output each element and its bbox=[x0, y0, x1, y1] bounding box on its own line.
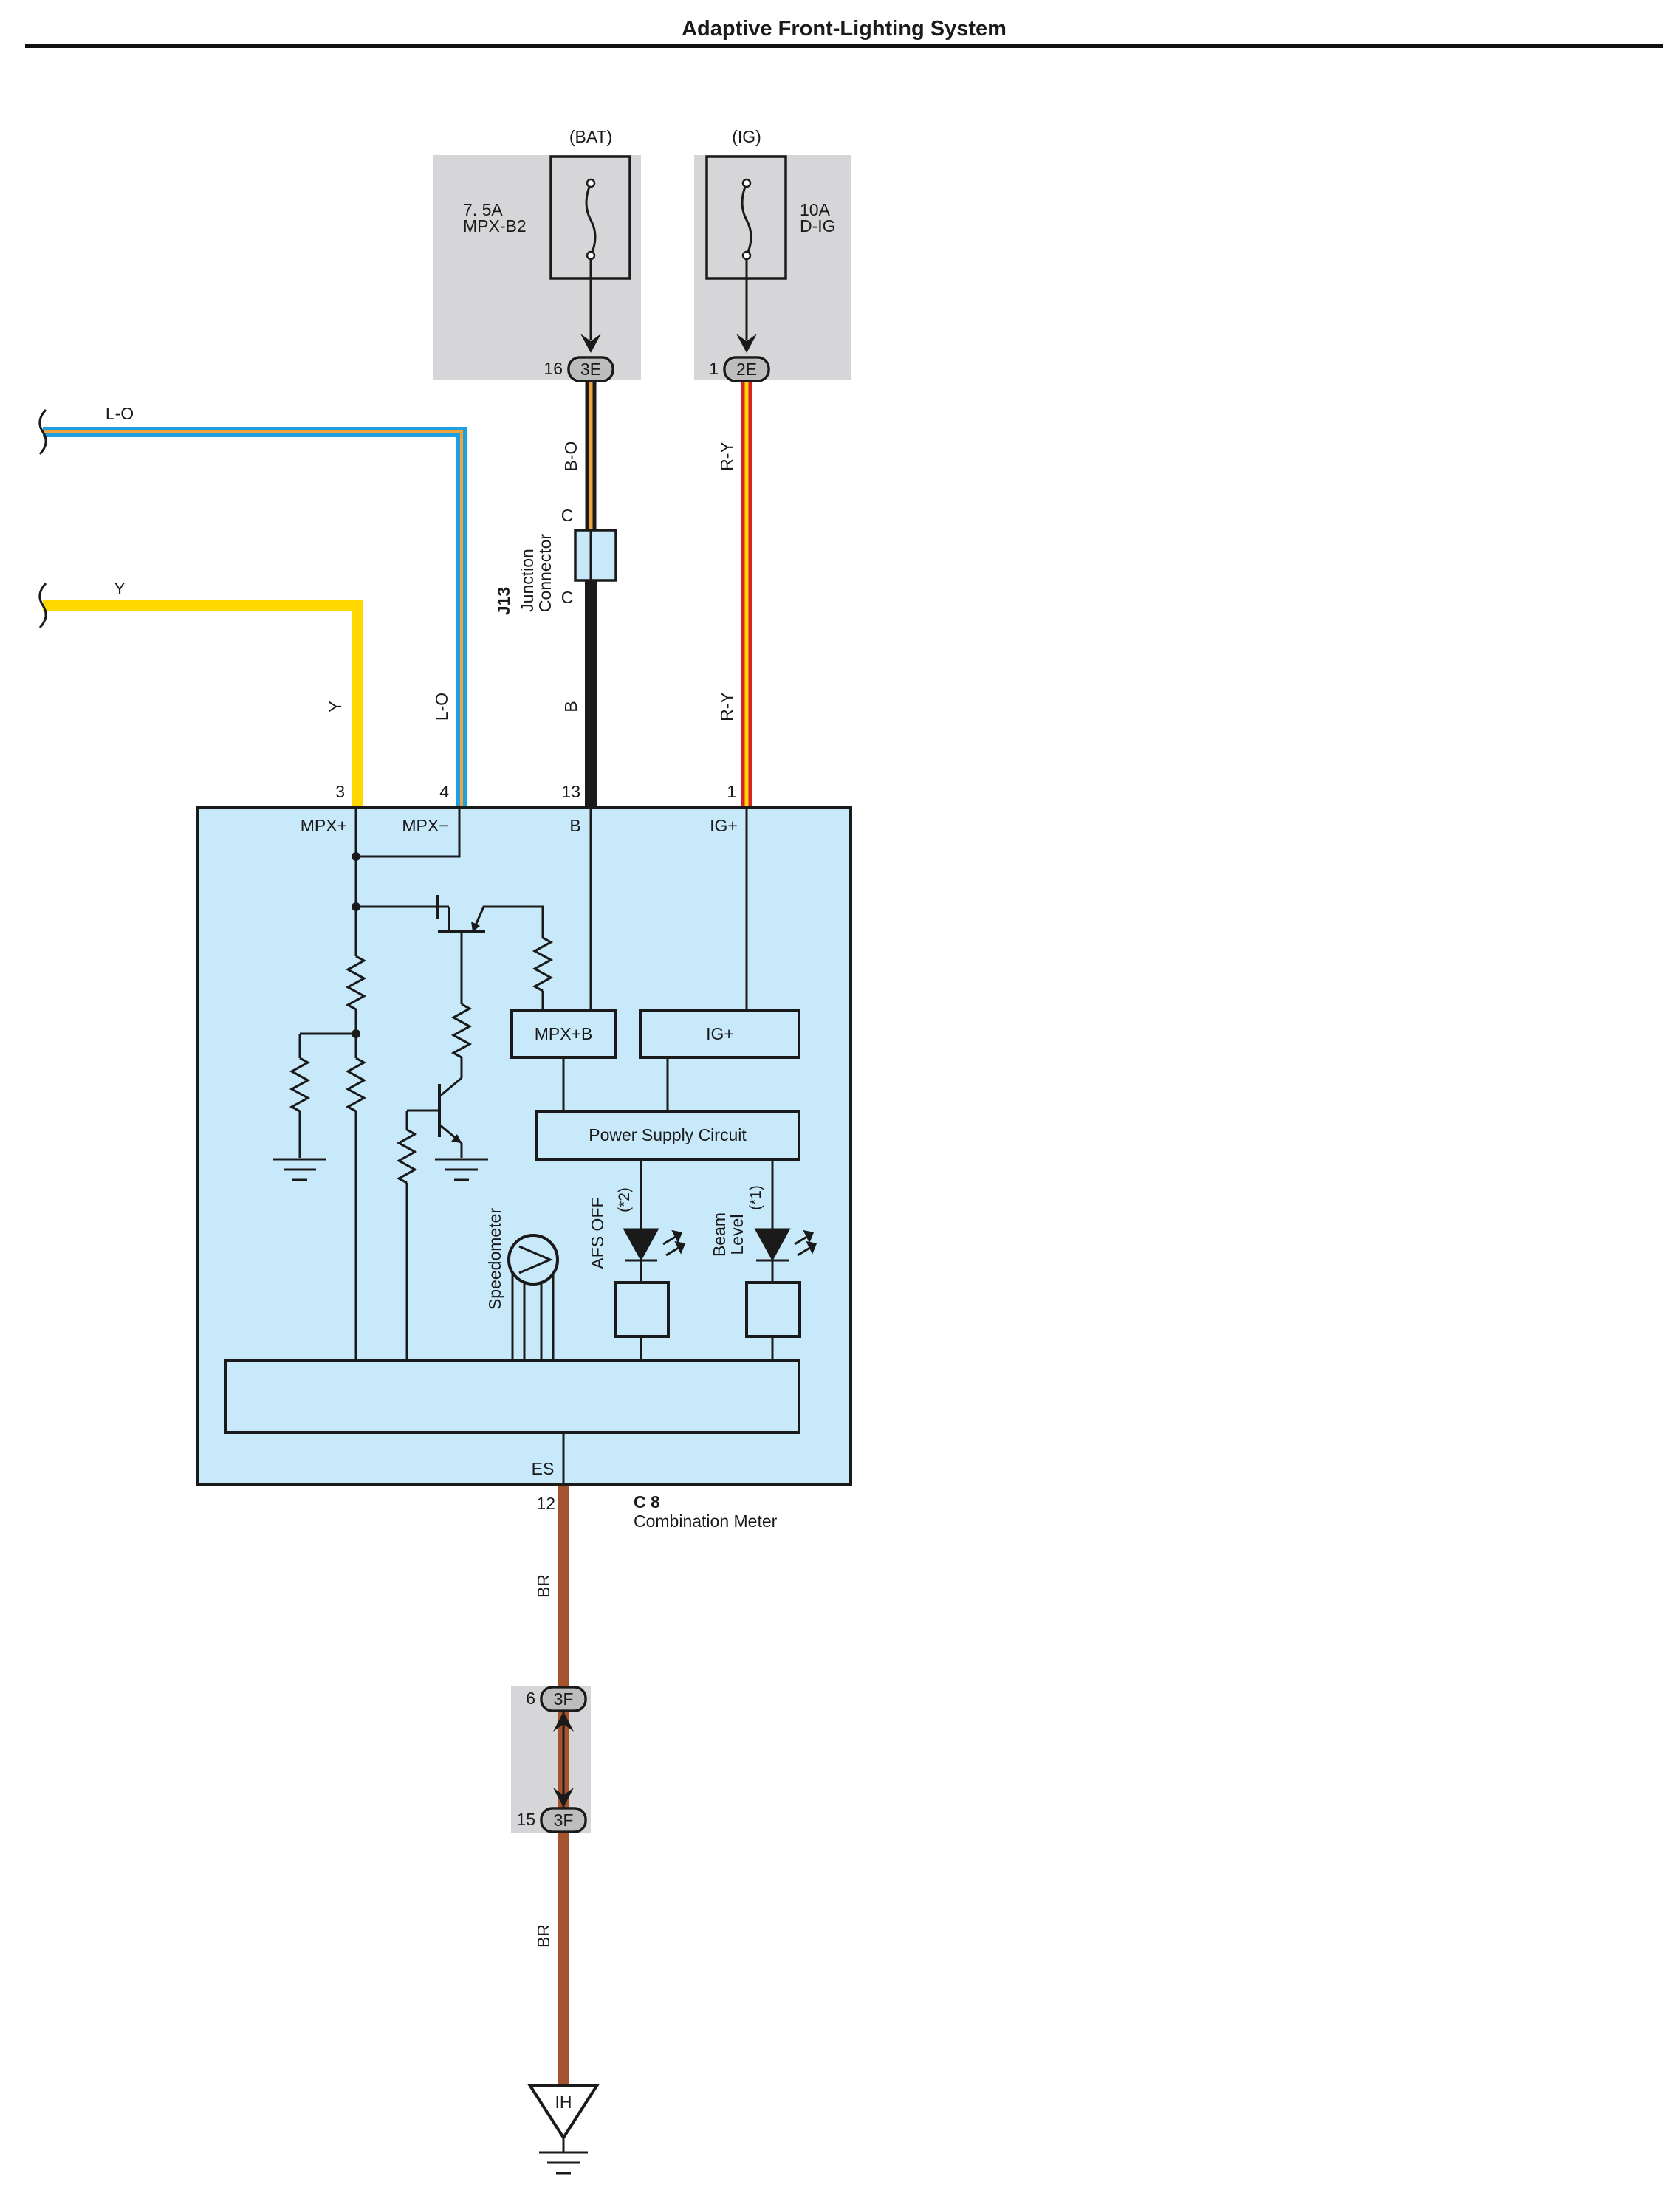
svg-text:3F: 3F bbox=[554, 1811, 574, 1830]
ground-ih bbox=[527, 2084, 600, 2175]
fuse-icon bbox=[741, 182, 752, 256]
power-supply-circuit bbox=[535, 1110, 800, 1161]
fuse-terminal-icon bbox=[741, 178, 752, 188]
block-ig-plus-label: IG+ bbox=[706, 1024, 734, 1043]
block-mpx-b bbox=[510, 1009, 617, 1059]
transistor-arrow-icon bbox=[451, 1134, 462, 1143]
wire-label-r-y-top: R-Y bbox=[717, 442, 736, 471]
terminal-es: ES bbox=[532, 1459, 555, 1478]
meter-id: C 8 bbox=[634, 1492, 660, 1511]
junction-dot bbox=[352, 852, 360, 861]
junction-id: J13 bbox=[494, 587, 513, 615]
junction-name-2: Connector bbox=[535, 534, 555, 612]
meter-name: Combination Meter bbox=[634, 1511, 778, 1531]
page-title: Adaptive Front-Lighting System bbox=[682, 17, 1007, 41]
afs-off-driver bbox=[614, 1281, 670, 1338]
fuse-bat-name: MPX-B2 bbox=[463, 216, 527, 236]
terminal-ig: IG+ bbox=[710, 816, 738, 835]
fuse-terminal-icon bbox=[741, 250, 752, 261]
block-ig-plus bbox=[639, 1009, 800, 1059]
pin-15: 15 bbox=[516, 1810, 535, 1829]
power-supply-circuit-label: Power Supply Circuit bbox=[589, 1125, 747, 1144]
junction-name-1: Junction bbox=[518, 549, 537, 612]
connector-3e: 3E bbox=[567, 356, 614, 382]
fuse-bat-rating: 7. 5A bbox=[463, 200, 503, 219]
beam-level-driver bbox=[745, 1281, 801, 1338]
ig-supply-label: (IG) bbox=[732, 127, 761, 146]
wire-label-br-top: BR bbox=[534, 1574, 553, 1598]
junction-dot bbox=[352, 1029, 360, 1038]
wire-label-b: B bbox=[561, 701, 580, 712]
wire-label-br-bottom: BR bbox=[534, 1924, 553, 1948]
ground-icon bbox=[273, 1158, 326, 1181]
pin-13: 13 bbox=[561, 782, 580, 801]
afs-off-note: (*2) bbox=[616, 1187, 633, 1212]
pin-3: 3 bbox=[335, 782, 345, 801]
transistor-arrow-icon bbox=[471, 922, 480, 932]
junction-dot bbox=[352, 902, 360, 911]
pin-6: 6 bbox=[526, 1689, 535, 1708]
arrow-down-icon bbox=[736, 334, 757, 353]
led-beam-level-icon bbox=[754, 1228, 817, 1262]
bat-supply-label: (BAT) bbox=[569, 127, 612, 146]
wire-break-icon bbox=[38, 408, 47, 456]
svg-text:3F: 3F bbox=[554, 1689, 574, 1709]
beam-level-label-1: Beam bbox=[710, 1212, 729, 1257]
pin-12: 12 bbox=[536, 1494, 555, 1513]
wire-label-l-o-vertical: L-O bbox=[432, 693, 451, 721]
fuse-terminal-icon bbox=[586, 250, 596, 261]
pin-1: 1 bbox=[709, 359, 719, 378]
connector-2e: 2E bbox=[723, 356, 770, 382]
arrow-down-icon bbox=[580, 334, 601, 353]
beam-level-note: (*1) bbox=[747, 1185, 764, 1210]
wire-l-o bbox=[43, 427, 467, 807]
terminal-mpx-minus: MPX− bbox=[402, 816, 448, 835]
ground-ih-label: IH bbox=[555, 2093, 572, 2112]
wire-label-b-o: B-O bbox=[561, 442, 580, 472]
junction-pin-bottom: C bbox=[561, 588, 574, 607]
arrow-down-icon bbox=[553, 1788, 574, 1808]
speedometer-icon bbox=[507, 1234, 559, 1286]
junction-connector-j13 bbox=[574, 529, 617, 582]
led-afs-off-icon bbox=[623, 1228, 686, 1262]
wire-label-y: Y bbox=[114, 579, 125, 598]
wire-label-l-o: L-O bbox=[106, 404, 134, 423]
connector-3f-top: 3F bbox=[540, 1686, 587, 1712]
pin-1-meter: 1 bbox=[727, 782, 736, 801]
beam-level-label-2: Level bbox=[727, 1215, 747, 1255]
svg-text:3E: 3E bbox=[580, 360, 601, 379]
afs-off-label: AFS OFF bbox=[588, 1197, 607, 1269]
connector-3f-bottom: 3F bbox=[540, 1807, 587, 1833]
pin-4: 4 bbox=[439, 782, 449, 801]
ground-icon bbox=[435, 1158, 488, 1181]
meter-internal-circuit bbox=[289, 807, 774, 1484]
terminal-b: B bbox=[569, 816, 580, 835]
wire-break-icon bbox=[38, 582, 47, 629]
terminal-mpx-plus: MPX+ bbox=[301, 816, 347, 835]
fuse-ig-name: D-IG bbox=[800, 216, 836, 236]
speedometer-label: Speedometer bbox=[485, 1208, 504, 1310]
fuse-terminal-icon bbox=[586, 178, 596, 188]
block-mpx-b-label: MPX+B bbox=[535, 1024, 593, 1043]
junction-pin-top: C bbox=[561, 506, 574, 525]
arrow-up-icon bbox=[553, 1712, 574, 1732]
wire-y bbox=[43, 600, 363, 807]
fuse-box-ig bbox=[694, 155, 851, 380]
wire-label-y-vertical: Y bbox=[326, 701, 345, 712]
fuse-box-bat bbox=[433, 155, 641, 380]
fuse-ig-rating: 10A bbox=[800, 200, 831, 219]
meter-logic-block bbox=[224, 1359, 800, 1434]
svg-text:2E: 2E bbox=[736, 360, 757, 379]
wire-label-r-y-bottom: R-Y bbox=[717, 692, 736, 721]
fuse-icon bbox=[585, 182, 597, 256]
pin-16: 16 bbox=[544, 359, 563, 378]
